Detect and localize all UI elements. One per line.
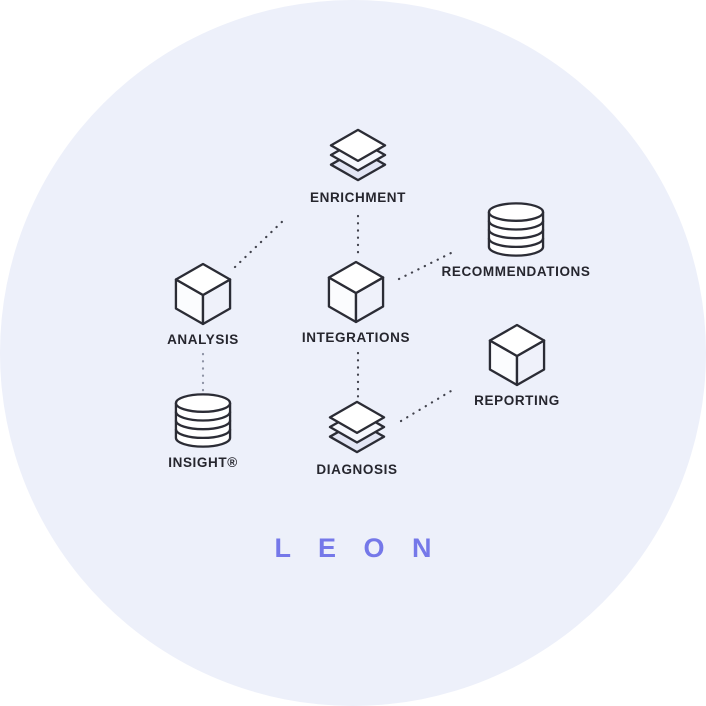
node-label-recommendations: RECOMMENDATIONS — [441, 264, 591, 279]
node-enrichment: ENRICHMENT — [270, 128, 446, 205]
layers-icon — [329, 128, 387, 182]
node-label-insight: INSIGHT® — [168, 455, 238, 470]
node-insight: INSIGHT® — [115, 392, 291, 470]
node-recommendations: RECOMMENDATIONS — [428, 201, 604, 279]
node-label-reporting: REPORTING — [474, 393, 560, 408]
node-analysis: ANALYSIS — [115, 262, 291, 347]
database-icon — [174, 393, 232, 448]
node-integrations: INTEGRATIONS — [268, 260, 444, 345]
node-label-enrichment: ENRICHMENT — [310, 190, 406, 205]
layers-icon — [328, 400, 386, 454]
cube-icon — [327, 260, 385, 324]
node-diagnosis: DIAGNOSIS — [269, 400, 445, 477]
node-label-integrations: INTEGRATIONS — [301, 330, 411, 345]
node-label-diagnosis: DIAGNOSIS — [316, 462, 398, 477]
node-reporting: REPORTING — [429, 323, 605, 408]
database-icon — [487, 202, 545, 257]
cube-icon — [488, 323, 546, 387]
leon-logo: L E O N — [274, 533, 442, 563]
node-label-analysis: ANALYSIS — [167, 332, 239, 347]
cube-icon — [174, 262, 232, 326]
